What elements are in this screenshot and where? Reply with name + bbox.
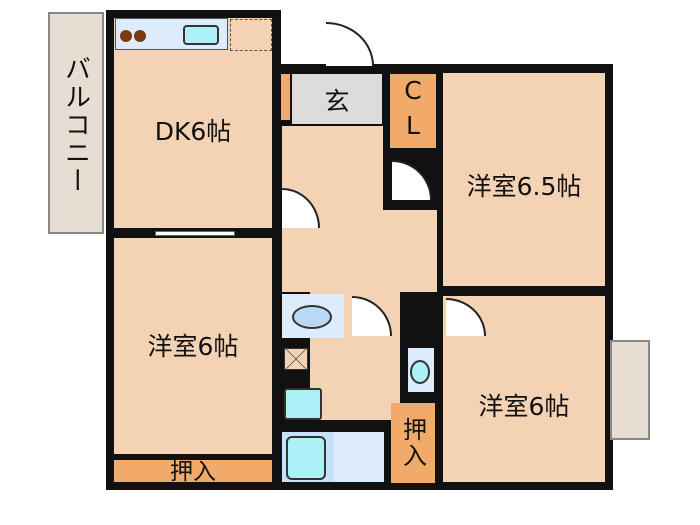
closet-cl (390, 74, 436, 148)
room-dk (114, 18, 272, 228)
room-dk-label: DK6帖 (154, 117, 232, 146)
stove-burner-icon (134, 30, 146, 42)
balcony-left (48, 12, 104, 234)
room-western-top-right (443, 73, 605, 286)
room-western-left-label: 洋室6帖 (147, 332, 239, 361)
balcony-right (610, 340, 650, 440)
storage-box (284, 348, 308, 370)
closet-center (391, 403, 435, 483)
room-western-top-right-label: 洋室6.5帖 (466, 172, 582, 201)
closet-left-label: 押入 (170, 459, 216, 485)
closet-center-label: 押入 (398, 417, 427, 469)
washbasin-icon (410, 360, 430, 384)
kitchen-sink-icon (183, 25, 219, 45)
closet-left (114, 460, 272, 482)
room-western-left (114, 238, 272, 454)
window (155, 231, 235, 236)
hallway (382, 210, 437, 292)
toilet-icon (292, 305, 332, 329)
stove-burner-icon (120, 30, 132, 42)
bathtub-icon (286, 436, 326, 480)
shoe-cabinet (281, 74, 290, 120)
fridge-space (230, 19, 272, 51)
entrance-label: 玄 (324, 87, 350, 116)
washing-machine-icon (284, 388, 322, 420)
entrance (292, 74, 382, 124)
entrance-door (326, 22, 374, 66)
closet-cl-label: CL (398, 76, 428, 146)
balcony-left-label: バルコニー (60, 55, 91, 195)
room-western-bottom-right-label: 洋室6帖 (478, 392, 570, 421)
washroom (334, 432, 384, 482)
